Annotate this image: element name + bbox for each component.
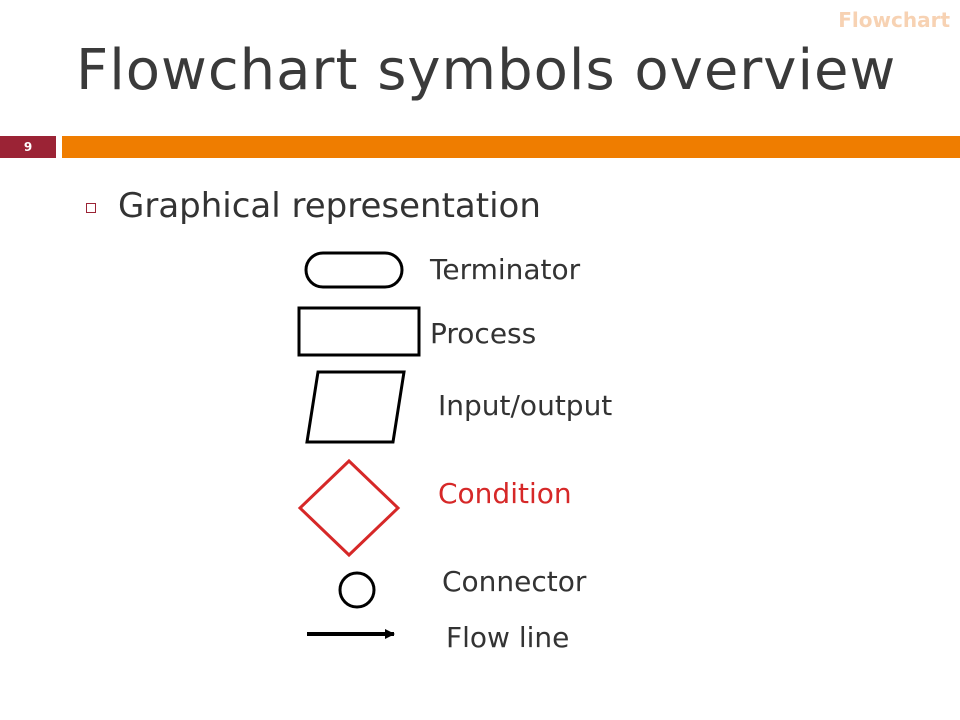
input-output-label: Input/output: [438, 389, 613, 422]
flow-line-label: Flow line: [446, 621, 570, 654]
condition-shape: [297, 458, 401, 558]
connector-label: Connector: [442, 565, 587, 598]
process-label: Process: [430, 317, 537, 350]
condition-label: Condition: [438, 477, 572, 510]
input-output-shape: [305, 370, 406, 444]
section-label: Flowchart: [838, 8, 950, 32]
bullet-text: Graphical representation: [118, 186, 541, 226]
accent-bar: [62, 136, 960, 158]
page-title: Flowchart symbols overview: [76, 38, 897, 103]
connector-shape: [338, 571, 376, 609]
terminator-shape: [304, 251, 404, 289]
slide-number-badge: 9: [0, 136, 56, 158]
process-shape: [297, 306, 421, 357]
bullet-square-icon: [86, 203, 96, 213]
terminator-label: Terminator: [430, 253, 581, 286]
